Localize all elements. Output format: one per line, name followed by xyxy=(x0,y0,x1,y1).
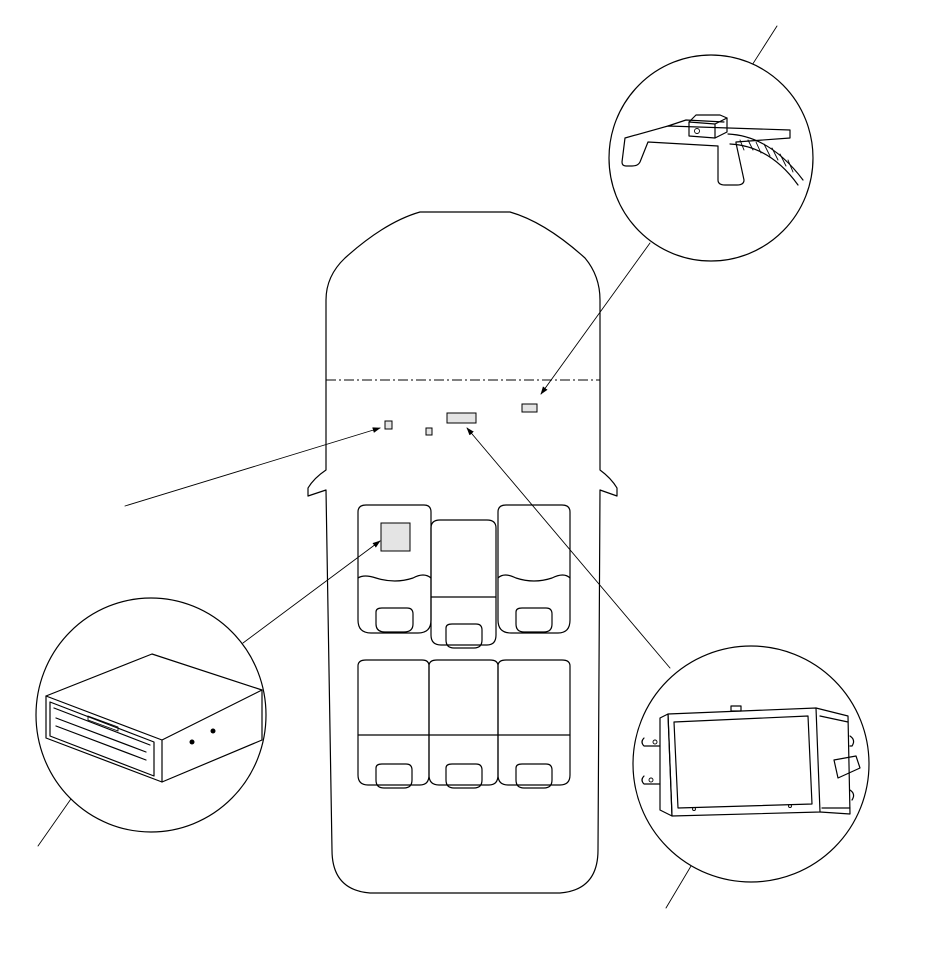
vehicle-outline xyxy=(307,211,618,894)
small-sensor-left-marker xyxy=(384,420,393,430)
leader-small-sensor xyxy=(124,427,381,507)
detail-display-unit xyxy=(632,645,870,883)
front-center-seat xyxy=(430,519,497,649)
leader-display-unit xyxy=(466,427,671,669)
front-left-seat xyxy=(357,504,432,634)
component-markers xyxy=(380,403,538,552)
leader-dvd-changer xyxy=(242,540,381,644)
rear-seat-row xyxy=(357,659,571,789)
detail-dvd-changer xyxy=(35,597,267,833)
detail-circle-left xyxy=(35,597,267,833)
vehicle-body xyxy=(307,211,618,894)
leader-sensor-bracket xyxy=(540,242,651,395)
front-right-seat xyxy=(497,504,571,634)
detail-sensor-bracket xyxy=(608,54,814,262)
dvd-changer-marker xyxy=(380,522,411,552)
display-unit-marker xyxy=(446,412,477,424)
detail-circle-right xyxy=(632,645,870,883)
detail-circle-top xyxy=(608,54,814,262)
small-sensor-center-marker xyxy=(425,427,433,436)
sensor-bracket-marker xyxy=(521,403,538,413)
